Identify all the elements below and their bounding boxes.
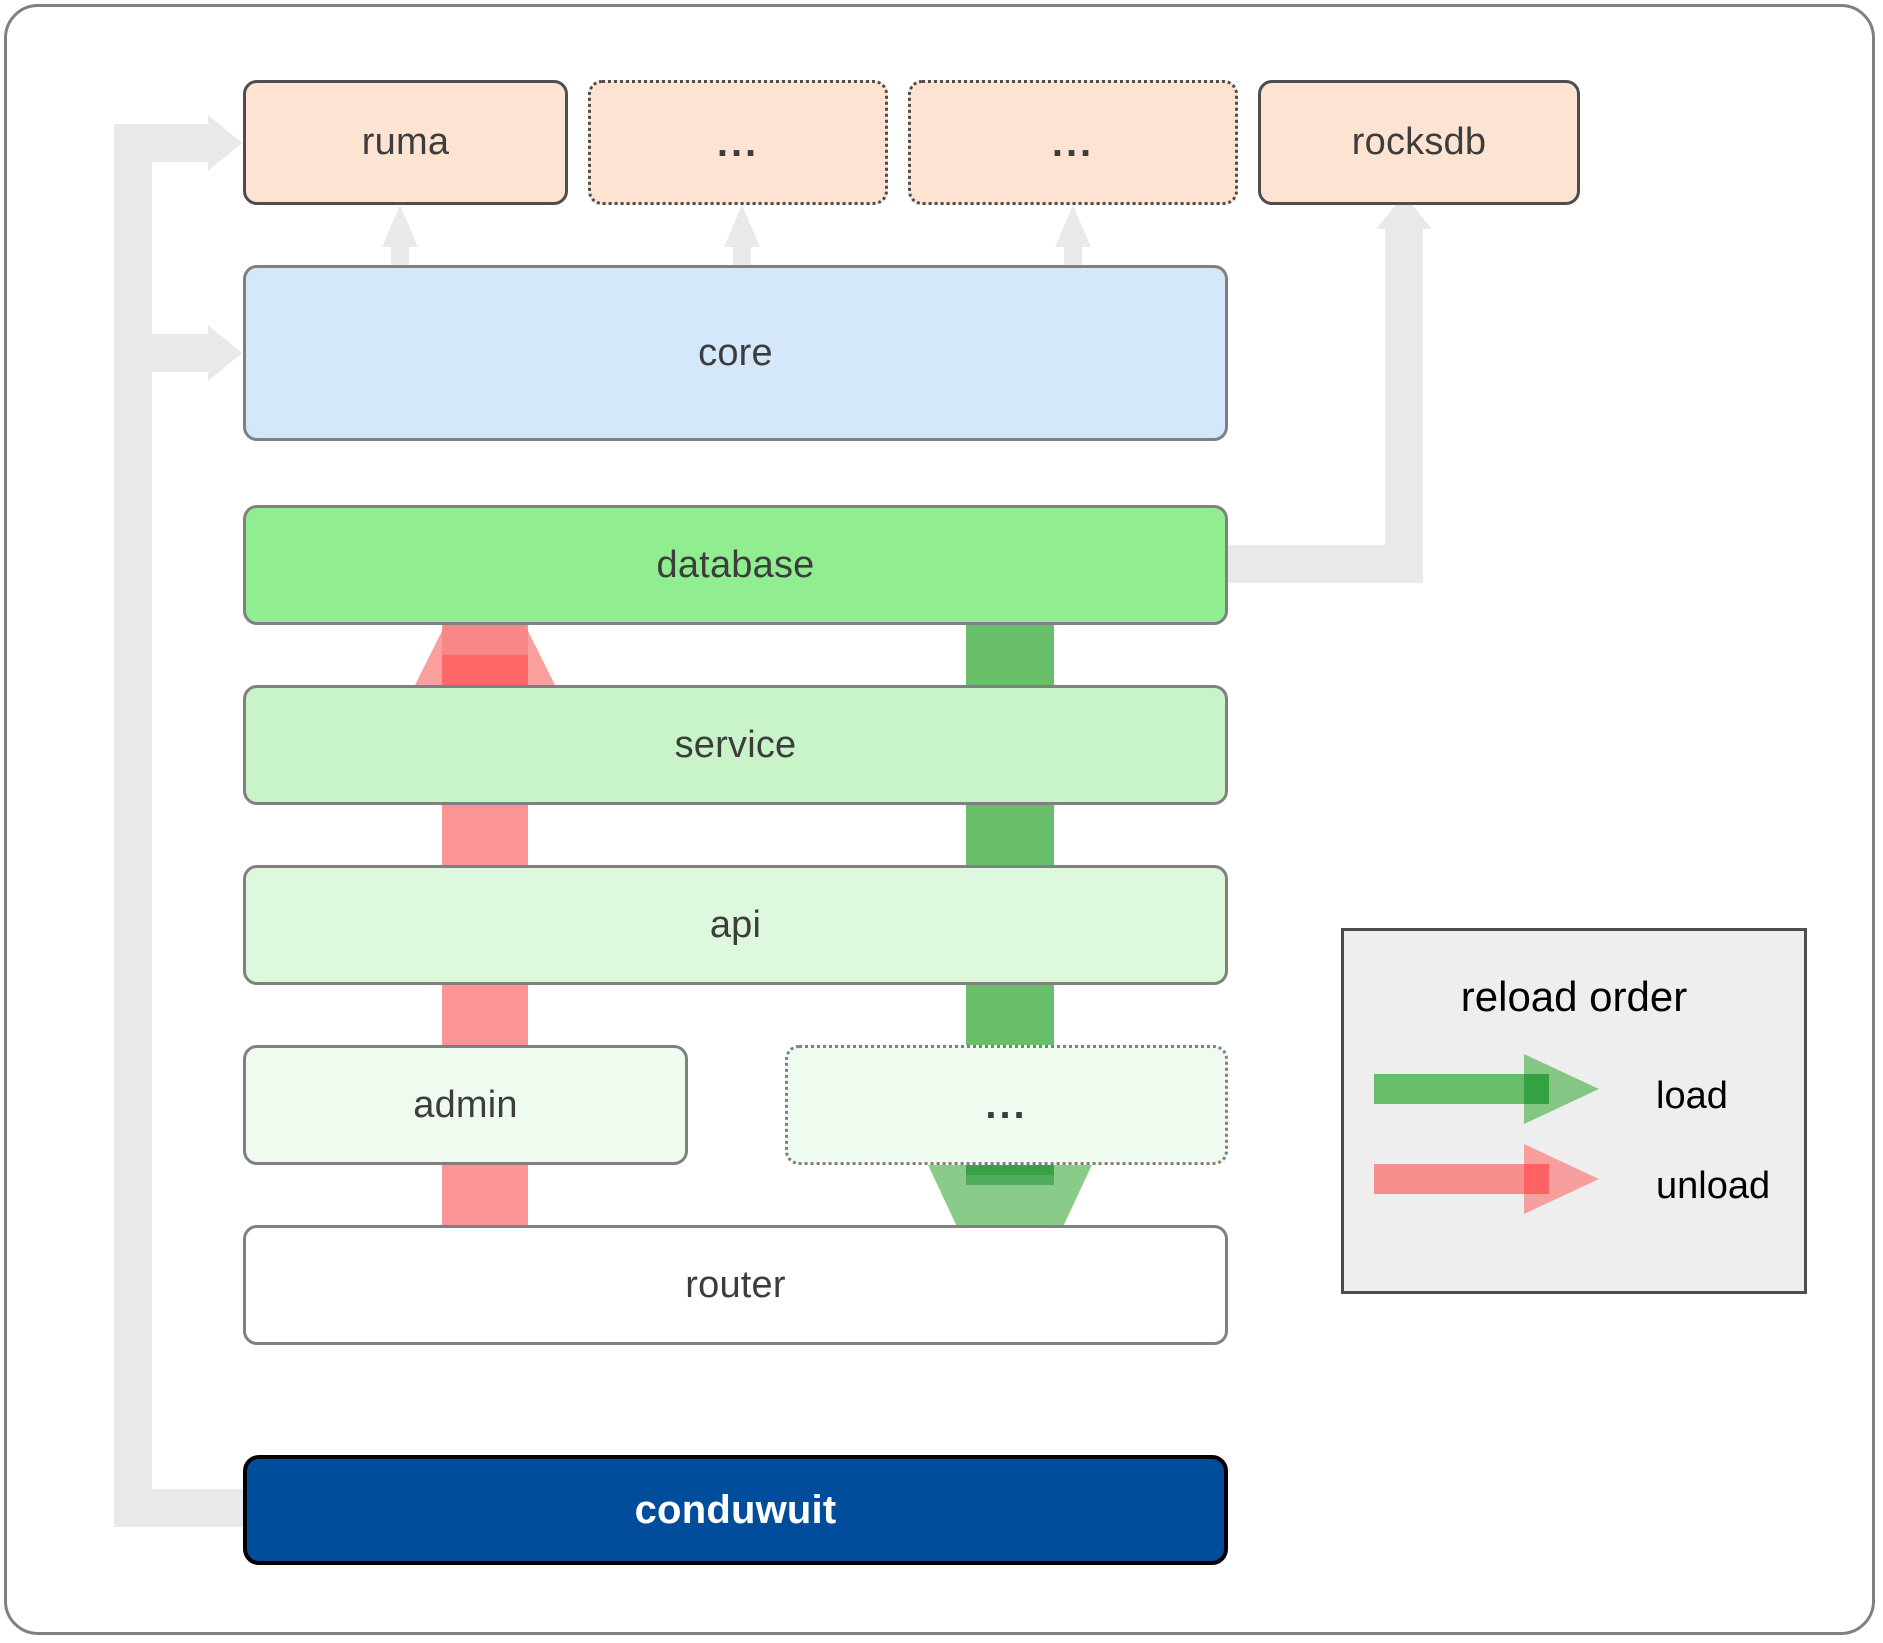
- core-to-ruma-arrow-icon: [382, 205, 418, 247]
- node-ruma[interactable]: ruma: [243, 80, 568, 205]
- legend-unload-label: unload: [1656, 1165, 1771, 1207]
- connector-branch-core: [114, 334, 214, 372]
- node-api[interactable]: api: [243, 865, 1228, 985]
- core-to-ruma-stem: [391, 240, 409, 270]
- legend-item-unload: unload: [1344, 1139, 1804, 1249]
- connector-arrow-core: [208, 325, 242, 381]
- node-dependency-placeholder-1-label: ...: [716, 120, 760, 165]
- legend-unload-arrow-icon: [1374, 1144, 1599, 1214]
- node-layer-placeholder[interactable]: ...: [785, 1045, 1228, 1165]
- node-database[interactable]: database: [243, 505, 1228, 625]
- legend-load-arrow-icon: [1374, 1054, 1599, 1124]
- node-layer-placeholder-label: ...: [985, 1083, 1028, 1127]
- node-admin[interactable]: admin: [243, 1045, 688, 1165]
- node-service[interactable]: service: [243, 685, 1228, 805]
- node-ruma-label: ruma: [361, 121, 450, 163]
- legend-reload-order: reload order load unload: [1341, 928, 1807, 1294]
- node-core-label: core: [698, 331, 773, 374]
- node-rocksdb[interactable]: rocksdb: [1258, 80, 1580, 205]
- node-dependency-placeholder-1[interactable]: ...: [588, 80, 888, 205]
- connector-arrow-ruma: [208, 115, 242, 171]
- node-router[interactable]: router: [243, 1225, 1228, 1345]
- node-rocksdb-label: rocksdb: [1351, 121, 1487, 163]
- core-to-dep2-stem: [733, 240, 751, 270]
- legend-title: reload order: [1460, 973, 1688, 1020]
- node-router-label: router: [685, 1263, 786, 1306]
- node-dependency-placeholder-2-label: ...: [1051, 120, 1095, 165]
- connector-left-to-conduwuit: [114, 1489, 250, 1527]
- connector-branch-ruma: [114, 124, 214, 162]
- node-database-label: database: [656, 543, 815, 586]
- node-api-label: api: [709, 903, 762, 946]
- core-to-dep3-stem: [1064, 240, 1082, 270]
- node-admin-label: admin: [413, 1083, 518, 1126]
- node-dependency-placeholder-2[interactable]: ...: [908, 80, 1238, 205]
- node-core[interactable]: core: [243, 265, 1228, 441]
- node-conduwuit-label: conduwuit: [634, 1487, 837, 1532]
- node-conduwuit[interactable]: conduwuit: [243, 1455, 1228, 1565]
- diagram-frame: [4, 4, 1875, 1635]
- legend-item-load: load: [1344, 1049, 1804, 1159]
- core-to-dep3-arrow-icon: [1055, 205, 1091, 247]
- connector-database-to-rocksdb-v: [1385, 228, 1423, 558]
- legend-load-label: load: [1656, 1075, 1728, 1117]
- core-to-dep2-arrow-icon: [724, 205, 760, 247]
- node-service-label: service: [674, 723, 797, 766]
